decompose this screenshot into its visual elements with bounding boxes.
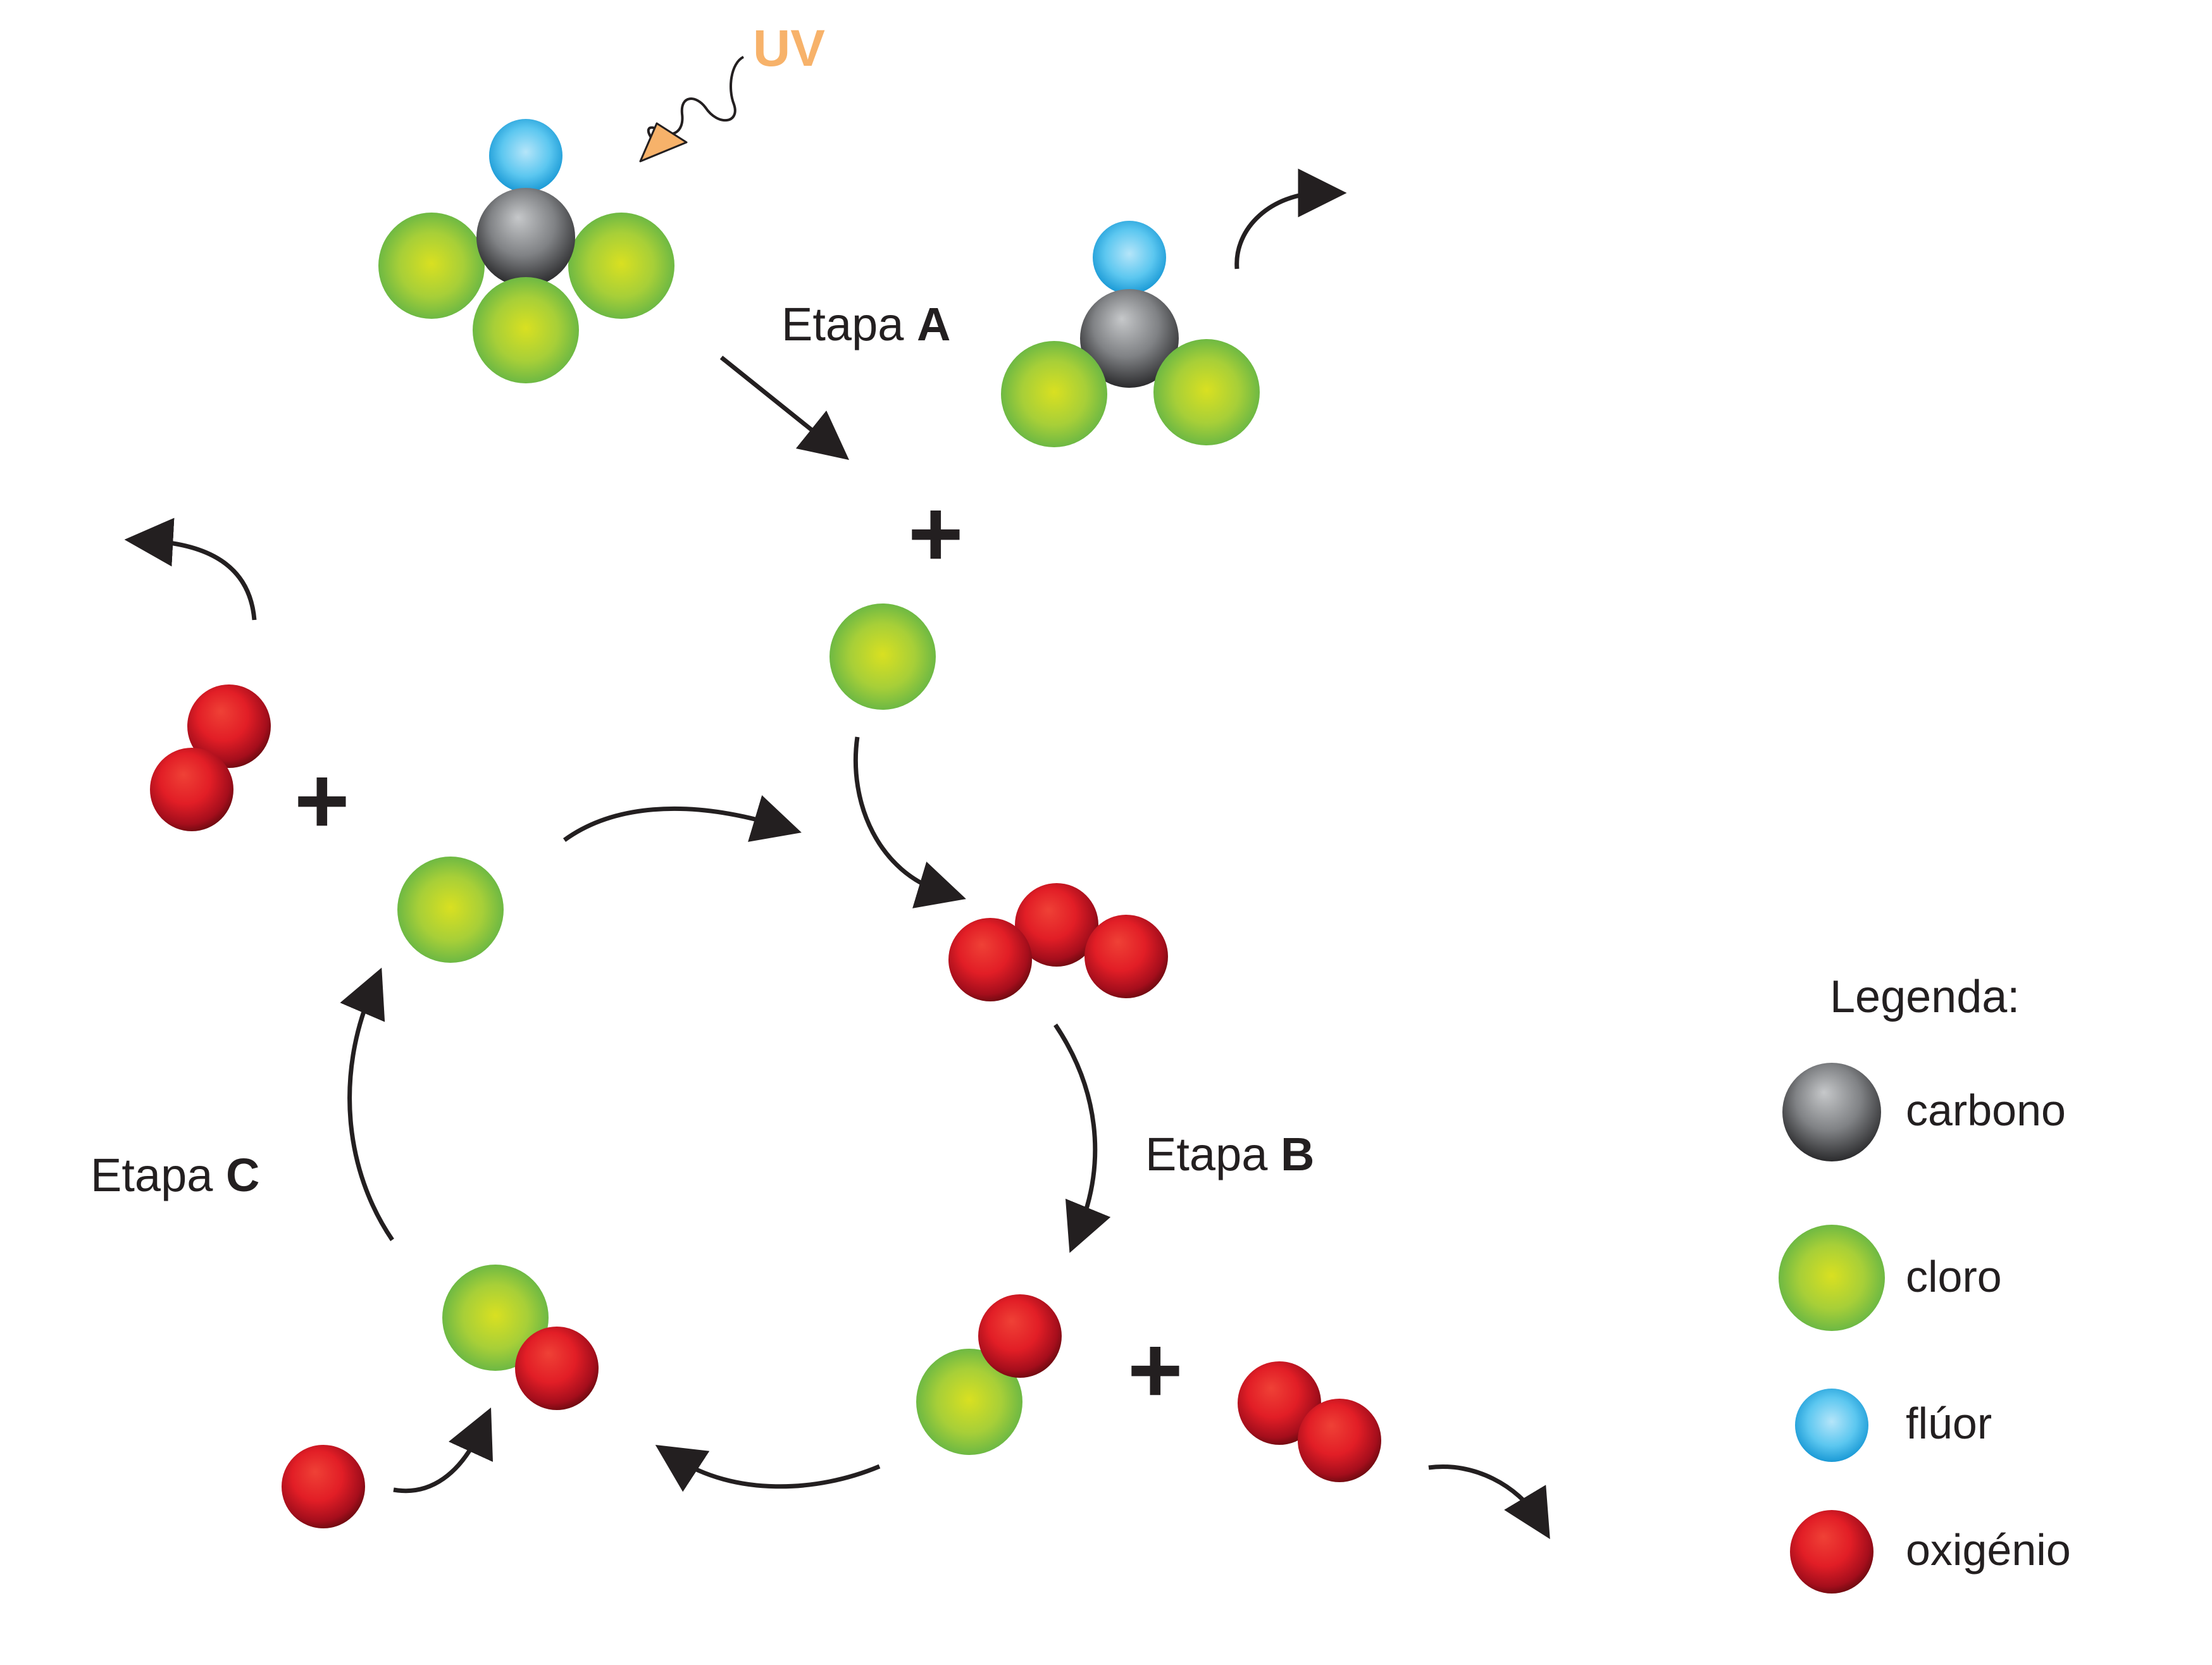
fluorine-atom	[489, 119, 562, 192]
legend-carbon-swatch	[1782, 1063, 1881, 1161]
chlorine-monoxide-left	[442, 1265, 599, 1410]
etapa-b-letter: B	[1280, 1128, 1315, 1180]
legend-fluorine-swatch	[1795, 1389, 1868, 1462]
cfcl3-molecule	[378, 119, 674, 383]
oxygen-atom	[1298, 1399, 1381, 1482]
carbon-atom	[476, 188, 575, 287]
chlorine-atom	[473, 277, 579, 383]
oxygen-to-clo-arrow	[393, 1407, 493, 1494]
oxygen-atom	[1238, 1361, 1321, 1445]
oxygen-atom	[1015, 883, 1098, 967]
legend-swatches	[1779, 1063, 1885, 1594]
etapa-a-label: Etapa A	[781, 297, 950, 351]
oxygen-atom	[1084, 915, 1168, 998]
plus-sign-bottom: +	[1128, 1316, 1183, 1423]
uv-arrowhead	[639, 122, 688, 163]
chlorine-atom	[378, 213, 485, 319]
plus-sign-top: +	[908, 480, 964, 586]
oxygen-atom	[978, 1294, 1062, 1378]
oxygen-atom	[282, 1445, 365, 1528]
chlorine-to-ozone-arrow	[853, 736, 966, 908]
etapa-b-prefix: Etapa	[1145, 1128, 1281, 1180]
legend-label-fluorine: flúor	[1906, 1399, 1992, 1448]
fluorine-atom	[1093, 221, 1166, 294]
oxygen-molecule-right	[1238, 1361, 1381, 1482]
chlorine-monoxide-right	[916, 1294, 1062, 1455]
chlorine-atom	[568, 213, 674, 319]
chlorine-atom	[1153, 339, 1260, 445]
chlorine-atom	[442, 1265, 549, 1371]
chlorine-atom	[830, 603, 936, 710]
exit-arrow-bottom-right	[1428, 1464, 1550, 1540]
oxygen-atom	[150, 748, 233, 831]
top-cycle-arrow	[562, 795, 802, 842]
chlorine-atom	[397, 857, 504, 963]
plus-sign-left: +	[294, 747, 350, 853]
legend-chlorine-swatch	[1779, 1225, 1885, 1331]
etapa-c-prefix: Etapa	[90, 1149, 226, 1201]
etapa-a-letter: A	[916, 298, 951, 350]
ozone-molecule	[948, 883, 1168, 1001]
uv-label: UV	[753, 20, 825, 77]
etapa-c-label: Etapa C	[90, 1148, 259, 1202]
chlorine-atom	[916, 1349, 1022, 1455]
oxygen-atom	[187, 684, 271, 768]
exit-arrow-top-right	[1234, 168, 1347, 269]
etapa-c-arrow	[340, 967, 394, 1241]
etapa-b-label: Etapa B	[1145, 1127, 1314, 1181]
carbon-atom	[1080, 289, 1179, 388]
etapa-a-prefix: Etapa	[781, 298, 917, 350]
oxygen-molecule-left	[150, 684, 271, 831]
legend-label-carbon: carbono	[1906, 1086, 2066, 1135]
uv-radiation-arrow	[639, 56, 745, 163]
exit-arrow-top-left	[124, 517, 257, 621]
oxygen-atom	[948, 918, 1032, 1001]
oxygen-atom	[515, 1327, 599, 1410]
legend-label-oxygen: oxigénio	[1906, 1525, 2071, 1575]
bottom-cycle-arrow	[655, 1444, 881, 1492]
legend-oxygen-swatch	[1790, 1510, 1873, 1594]
cfcl2-radical	[1001, 221, 1260, 447]
etapa-a-arrow	[719, 356, 850, 461]
legend-label-chlorine: cloro	[1906, 1252, 2002, 1301]
chlorine-atom	[1001, 341, 1107, 447]
etapa-b-arrow	[1053, 1024, 1111, 1253]
etapa-c-letter: C	[225, 1149, 260, 1201]
legend-title: Legenda:	[1830, 972, 2020, 1022]
